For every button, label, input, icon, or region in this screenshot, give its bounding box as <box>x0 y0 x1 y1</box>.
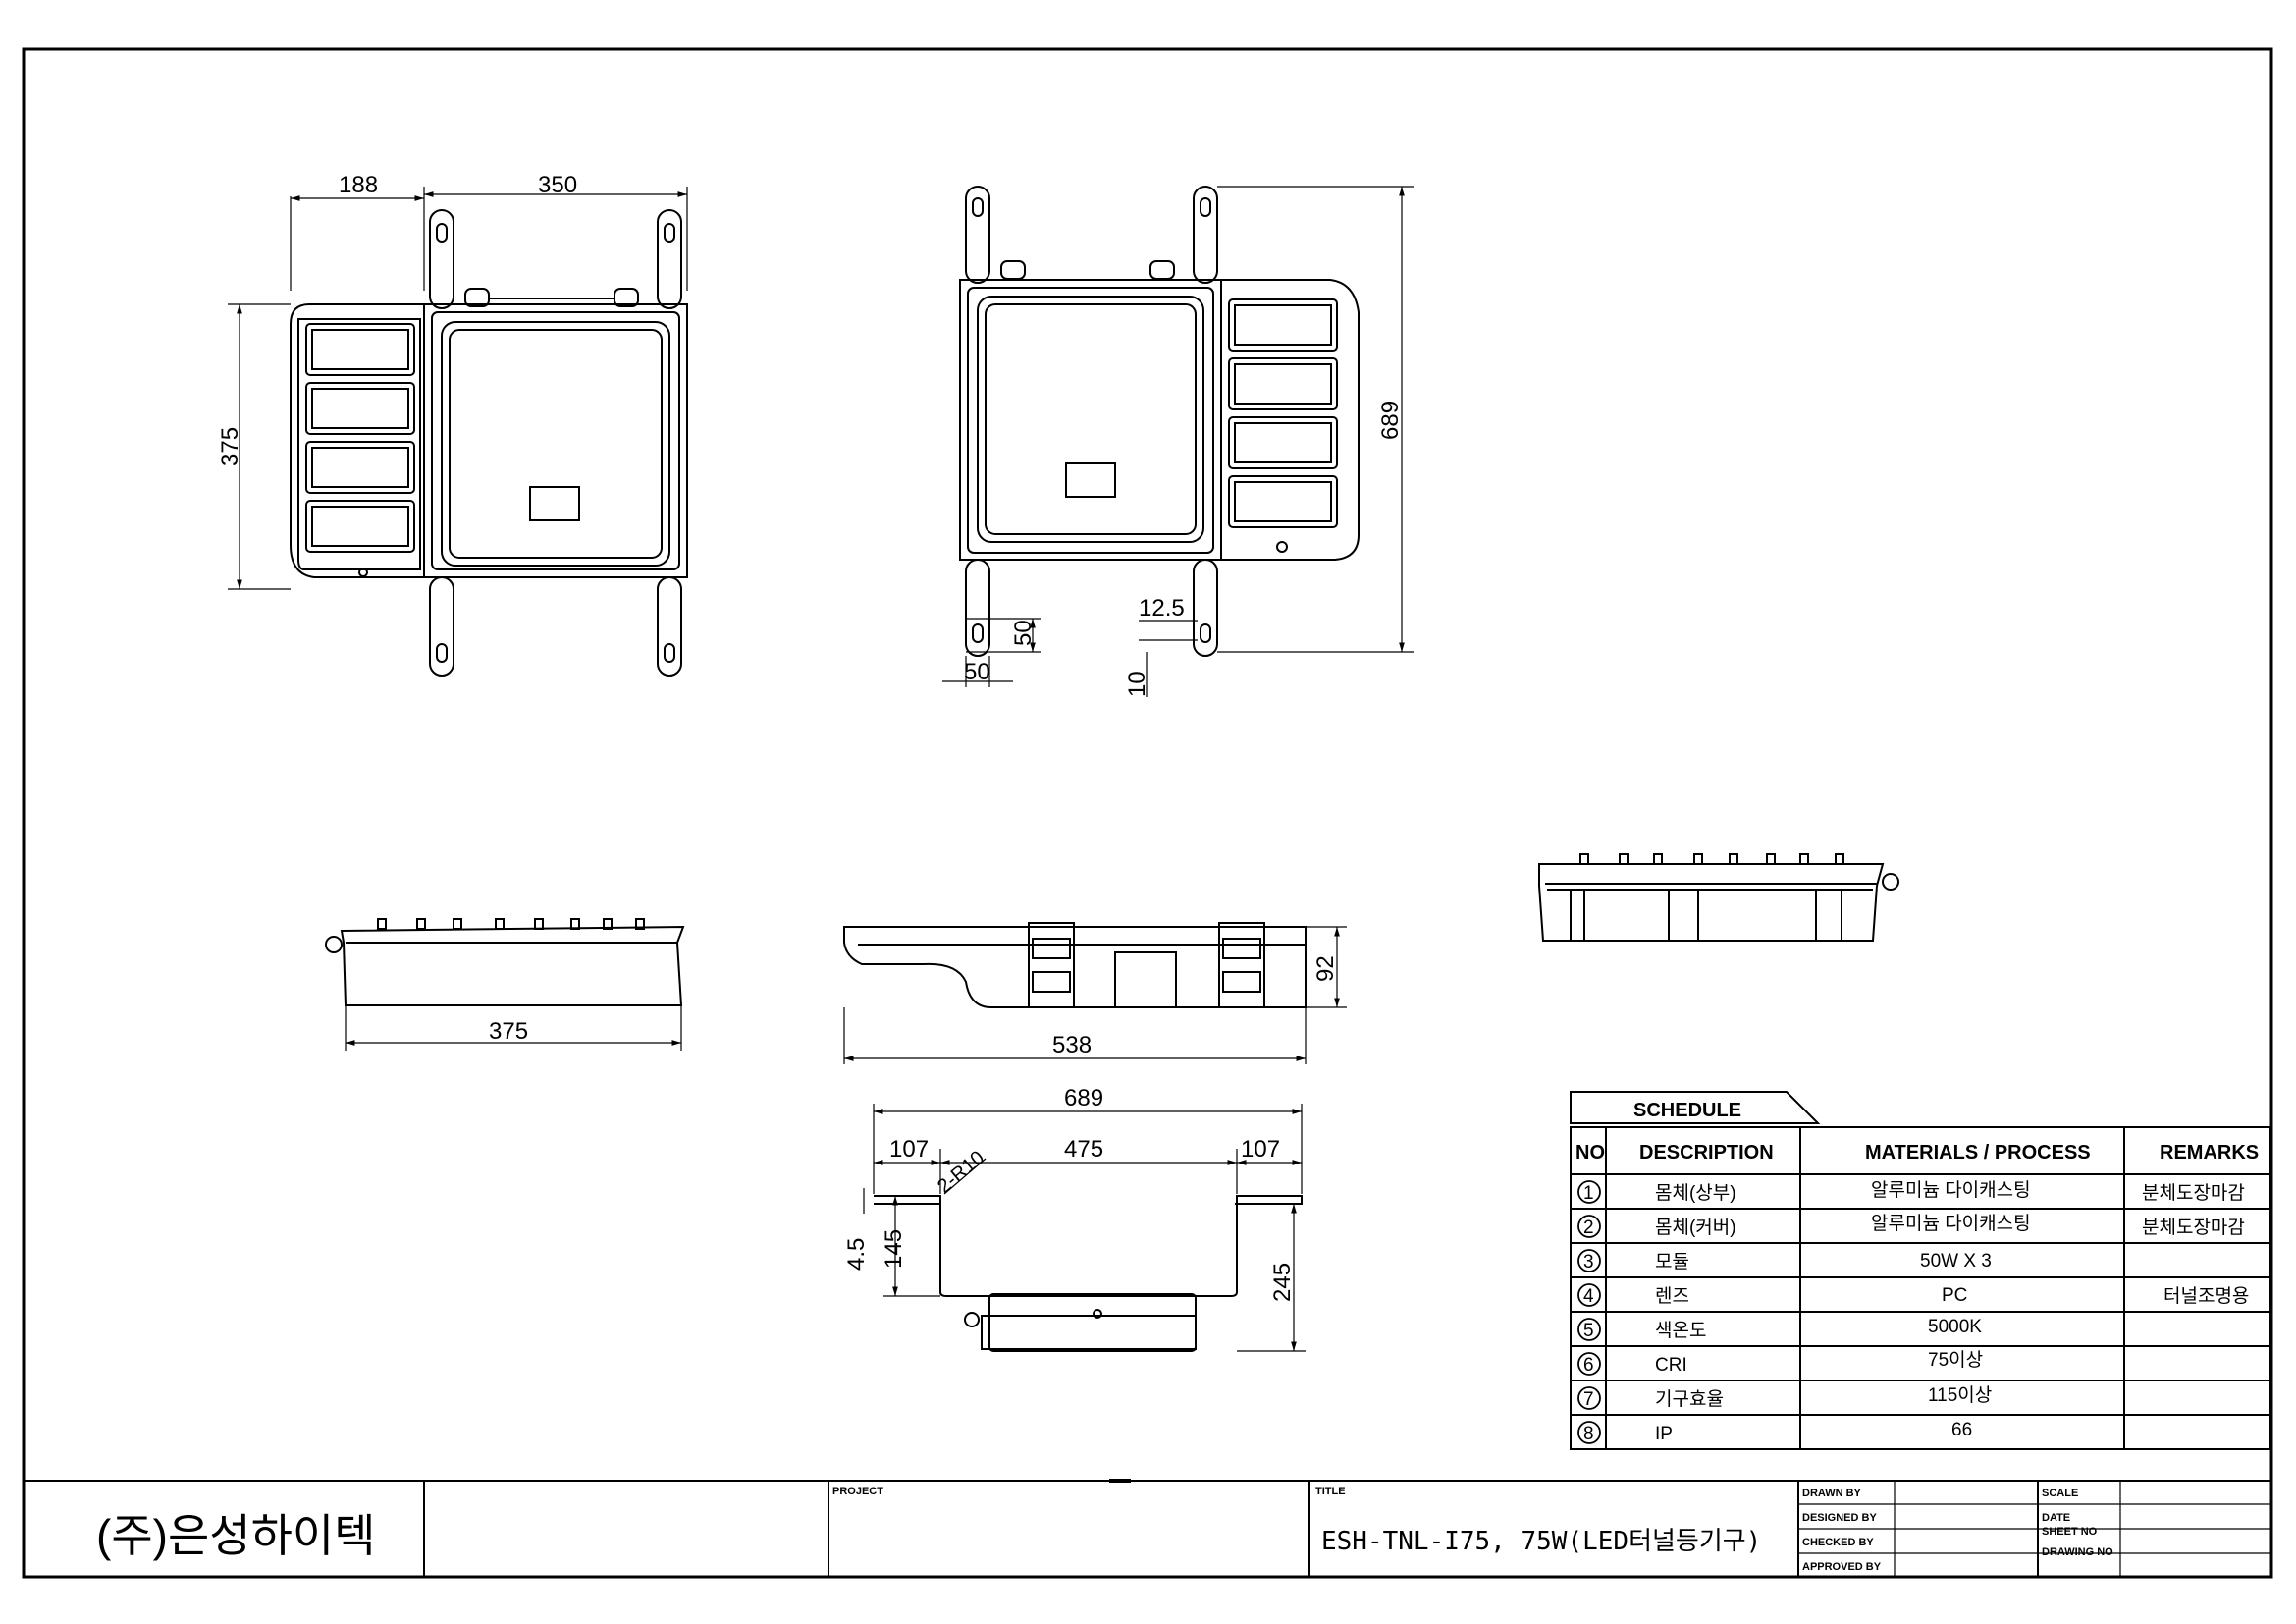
schedule-row: 8 IP 66 <box>1577 1420 1972 1444</box>
schedule-title: SCHEDULE <box>1633 1100 1741 1121</box>
dim-375-horizontal: 375 <box>489 1018 528 1045</box>
row-no: 3 <box>1583 1252 1594 1272</box>
row-materials: 알루미늄 다이캐스팅 <box>1871 1179 2031 1201</box>
row-materials: 5000K <box>1928 1317 1982 1337</box>
row-description: 기구효율 <box>1655 1388 1724 1410</box>
dim-10-vertical: 10 <box>1124 671 1150 697</box>
row-materials: 50W X 3 <box>1920 1251 1992 1272</box>
dim-145-vertical: 145 <box>881 1229 907 1269</box>
schedule-row: 5 색온도 5000K <box>1577 1317 1982 1341</box>
checked-by-label: CHECKED BY <box>1802 1537 1874 1548</box>
row-no: 8 <box>1583 1424 1594 1444</box>
row-description: 색온도 <box>1655 1320 1706 1341</box>
row-materials: 75이상 <box>1928 1349 1983 1371</box>
dim-375-vertical: 375 <box>217 427 243 466</box>
dim-2-r10: 2-R10 <box>934 1147 988 1198</box>
dim-92-vertical: 92 <box>1312 955 1339 982</box>
row-no: 4 <box>1583 1286 1594 1307</box>
top-view <box>228 187 688 677</box>
side-view-long <box>843 922 1347 1064</box>
dim-50-vertical: 50 <box>1010 620 1037 646</box>
row-materials: 66 <box>1951 1420 1972 1440</box>
row-description: 모듈 <box>1655 1252 1689 1272</box>
section-view <box>863 1104 1306 1352</box>
schedule-row: 4 렌즈 PC 터널조명용 <box>1577 1283 2249 1307</box>
schedule-row: 1 몸체(상부) 알루미늄 다이캐스팅 분체도장마감 <box>1577 1179 2245 1204</box>
dim-245-vertical: 245 <box>1269 1263 1296 1302</box>
drawn-by-label: DRAWN BY <box>1802 1488 1862 1499</box>
row-remarks: 분체도장마감 <box>2142 1182 2245 1204</box>
title-block <box>24 1479 2271 1577</box>
row-materials: PC <box>1942 1285 1967 1306</box>
row-no: 2 <box>1583 1218 1594 1238</box>
dim-4-5-vertical: 4.5 <box>843 1238 870 1271</box>
row-no: 1 <box>1583 1183 1594 1204</box>
schedule-table <box>1570 1091 2270 1450</box>
title-label: TITLE <box>1315 1486 1346 1497</box>
dim-350: 350 <box>538 172 577 198</box>
schedule-header-materials: MATERIALS / PROCESS <box>1865 1142 2091 1164</box>
dim-12-5: 12.5 <box>1139 595 1185 622</box>
row-materials: 115이상 <box>1928 1384 1992 1406</box>
drawing-title: ESH-TNL-I75, 75W(LED터널등기구) <box>1321 1527 1761 1556</box>
side-view-front <box>325 918 685 1051</box>
row-no: 6 <box>1583 1355 1594 1376</box>
bottom-view <box>942 186 1414 697</box>
sheet-border <box>22 47 2273 1579</box>
schedule-rows: 1 몸체(상부) 알루미늄 다이캐스팅 분체도장마감 2 몸체(커버) 알루미늄… <box>1577 1179 2249 1444</box>
schedule-header-remarks: REMARKS <box>2160 1142 2259 1164</box>
row-remarks: 터널조명용 <box>2163 1285 2249 1307</box>
schedule-row: 2 몸체(커버) 알루미늄 다이캐스팅 분체도장마감 <box>1577 1213 2245 1238</box>
dim-538: 538 <box>1052 1032 1092 1058</box>
dim-188: 188 <box>339 172 378 198</box>
row-no: 5 <box>1583 1321 1594 1341</box>
dim-107-right: 107 <box>1241 1136 1280 1163</box>
schedule-row: 3 모듈 50W X 3 <box>1577 1249 1992 1272</box>
row-materials: 알루미늄 다이캐스팅 <box>1871 1213 2031 1234</box>
drawing-no-label: DRAWING NO <box>2042 1546 2113 1558</box>
schedule-header-description: DESCRIPTION <box>1639 1142 1774 1164</box>
dim-475: 475 <box>1064 1136 1103 1163</box>
dim-50-horizontal: 50 <box>964 659 990 685</box>
sheet-no-label: SHEET NO <box>2042 1526 2098 1538</box>
approved-by-label: APPROVED BY <box>1802 1561 1882 1573</box>
end-view <box>1538 853 1899 942</box>
dim-689-horizontal: 689 <box>1064 1085 1103 1111</box>
dim-689-vertical: 689 <box>1377 401 1404 440</box>
schedule-row: 7 기구효율 115이상 <box>1577 1384 1992 1410</box>
row-remarks: 분체도장마감 <box>2142 1217 2245 1238</box>
dim-107-left: 107 <box>889 1136 929 1163</box>
project-label: PROJECT <box>832 1486 883 1497</box>
schedule-row: 6 CRI 75이상 <box>1577 1349 1983 1376</box>
row-description: 몸체(상부) <box>1655 1182 1736 1204</box>
row-no: 7 <box>1583 1389 1594 1410</box>
designed-by-label: DESIGNED BY <box>1802 1512 1877 1524</box>
date-label: DATE <box>2042 1512 2070 1524</box>
company-name: (주)은성하이텍 <box>96 1510 376 1561</box>
scale-label: SCALE <box>2042 1488 2078 1499</box>
row-description: CRI <box>1655 1355 1687 1376</box>
row-description: 렌즈 <box>1655 1285 1689 1307</box>
schedule-header-no: NO <box>1575 1142 1605 1164</box>
row-description: 몸체(커버) <box>1655 1217 1736 1238</box>
row-description: IP <box>1655 1424 1673 1444</box>
